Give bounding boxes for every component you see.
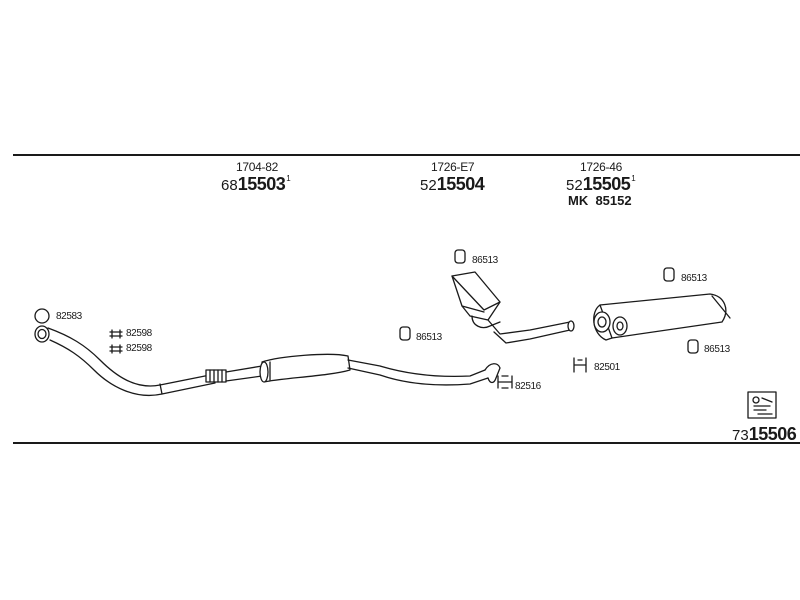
part-label-82516: 82516 <box>515 381 541 392</box>
part-number: 15504 <box>436 174 485 194</box>
rear-muffler <box>593 293 731 341</box>
part-prefix: 52 <box>566 177 583 194</box>
part-label-86513-right-bottom: 86513 <box>704 344 730 355</box>
part-mark: 1 <box>286 174 291 183</box>
part-label-86513-top: 86513 <box>472 255 498 266</box>
part-mark: 1 <box>631 174 636 183</box>
pipe-clamp <box>205 369 227 383</box>
hanger-rings <box>34 249 699 389</box>
front-pipe <box>34 325 216 396</box>
center-muffler <box>451 271 575 344</box>
part-label-82598-b: 82598 <box>126 343 152 354</box>
part-prefix: 52 <box>420 177 437 194</box>
section-part-number-1: 68155031 <box>221 174 291 195</box>
section-part-number-2: 5215504 <box>420 174 485 195</box>
mounting-kit-ref: MK 85152 <box>568 193 632 208</box>
section-part-number-3: 52155051 <box>566 174 636 195</box>
part-label-82598-a: 82598 <box>126 328 152 339</box>
kit-part-number: 7315506 <box>732 424 797 445</box>
top-rule <box>13 154 800 156</box>
section-code-3: 1726-46 <box>580 160 622 174</box>
bottom-rule <box>13 442 800 444</box>
middle-pipe <box>225 353 501 386</box>
section-code-2: 1726-E7 <box>431 160 475 174</box>
part-number: 15503 <box>237 174 286 194</box>
part-label-82501: 82501 <box>594 362 620 373</box>
part-label-86513-mid: 86513 <box>416 332 442 343</box>
part-number: 15505 <box>582 174 631 194</box>
kit-number: 15506 <box>748 424 797 444</box>
section-code-1: 1704-82 <box>236 160 278 174</box>
part-label-86513-right-top: 86513 <box>681 273 707 284</box>
part-prefix: 68 <box>221 177 238 194</box>
kit-icon <box>747 391 777 419</box>
kit-prefix: 73 <box>732 427 749 444</box>
part-label-82583: 82583 <box>56 311 82 322</box>
